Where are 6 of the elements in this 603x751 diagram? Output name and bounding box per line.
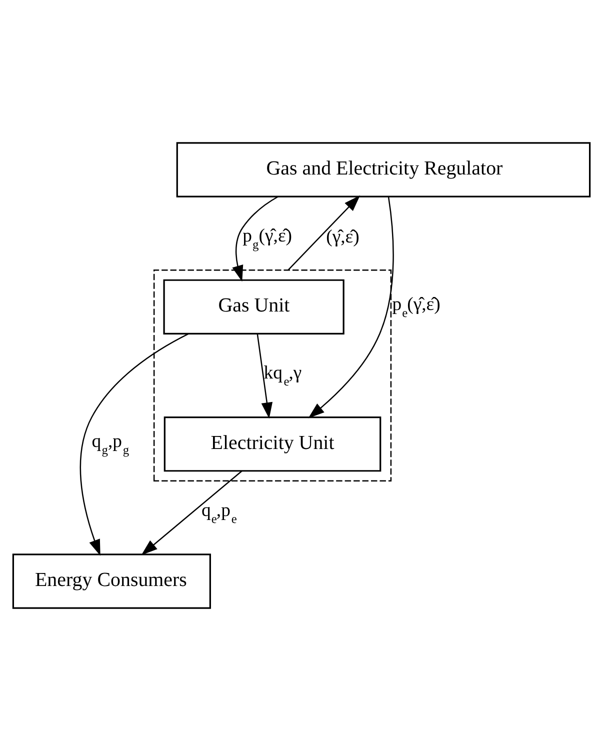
edge-label: (γ̂,ε̂) [326,226,360,248]
edge-label: kq$_{e}$,γ [264,362,302,389]
edge-label: p$_{e}$(γ̂,ε̂) [392,294,440,320]
edge-label: q$_{g}$,p$_{g}$ [92,431,130,458]
edge-label: q$_{e}$,p$_{e}$ [201,500,237,526]
edge-label: p$_{g}$(γ̂,ε̂) [242,225,292,252]
